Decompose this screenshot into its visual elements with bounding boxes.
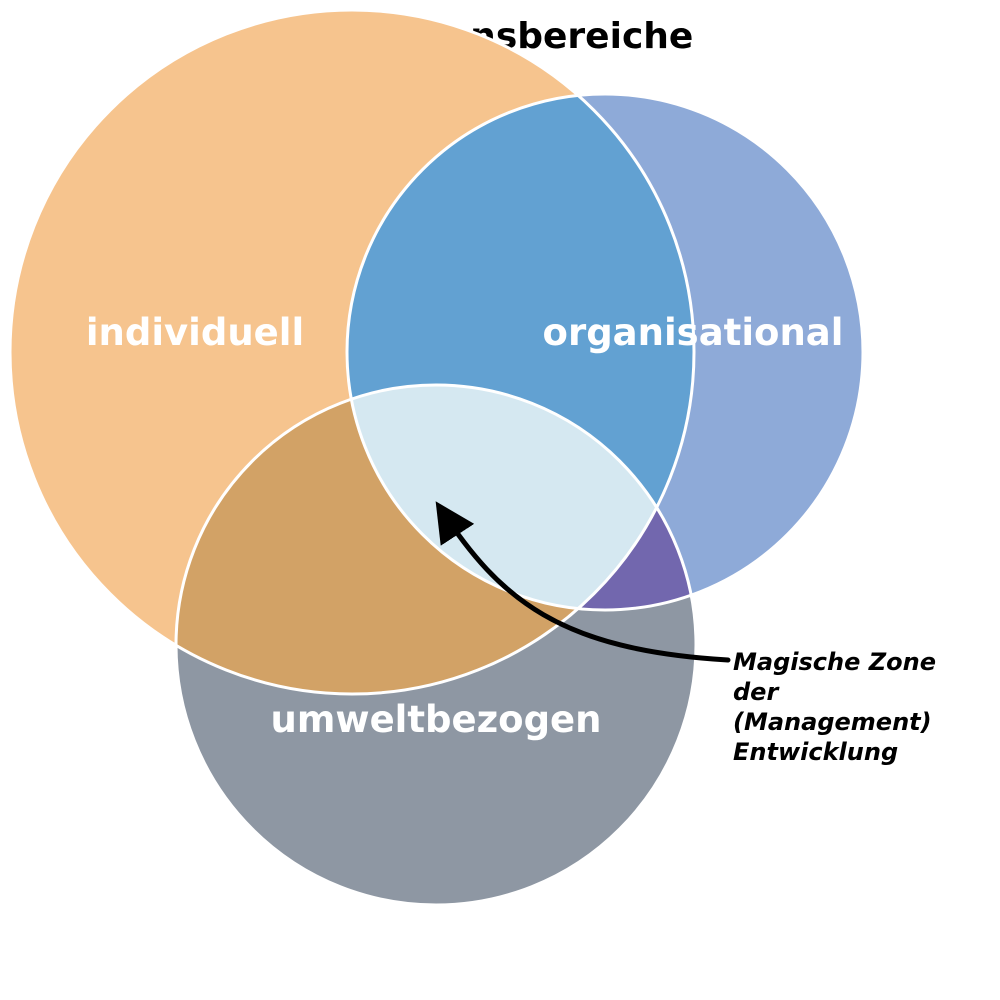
label-organisational: organisational: [543, 311, 844, 354]
label-individuell: individuell: [86, 311, 304, 354]
annotation-line-2: der: [733, 678, 780, 706]
outline-umweltbezogen: [174, 383, 698, 907]
annotation-line-1: Magische Zone: [733, 648, 936, 676]
arrow-to-center: [435, 501, 731, 663]
annotation-line-4: Entwicklung: [733, 738, 898, 766]
outline-organisational: [345, 92, 865, 612]
overlap-center-zone: [347, 385, 694, 610]
label-umweltbezogen: umweltbezogen: [271, 698, 602, 741]
annotation-line-3: (Management): [733, 708, 932, 736]
outline-individuell: [8, 8, 696, 696]
annotation-magic-zone: Magische Zone der (Management) Entwicklu…: [733, 648, 936, 766]
